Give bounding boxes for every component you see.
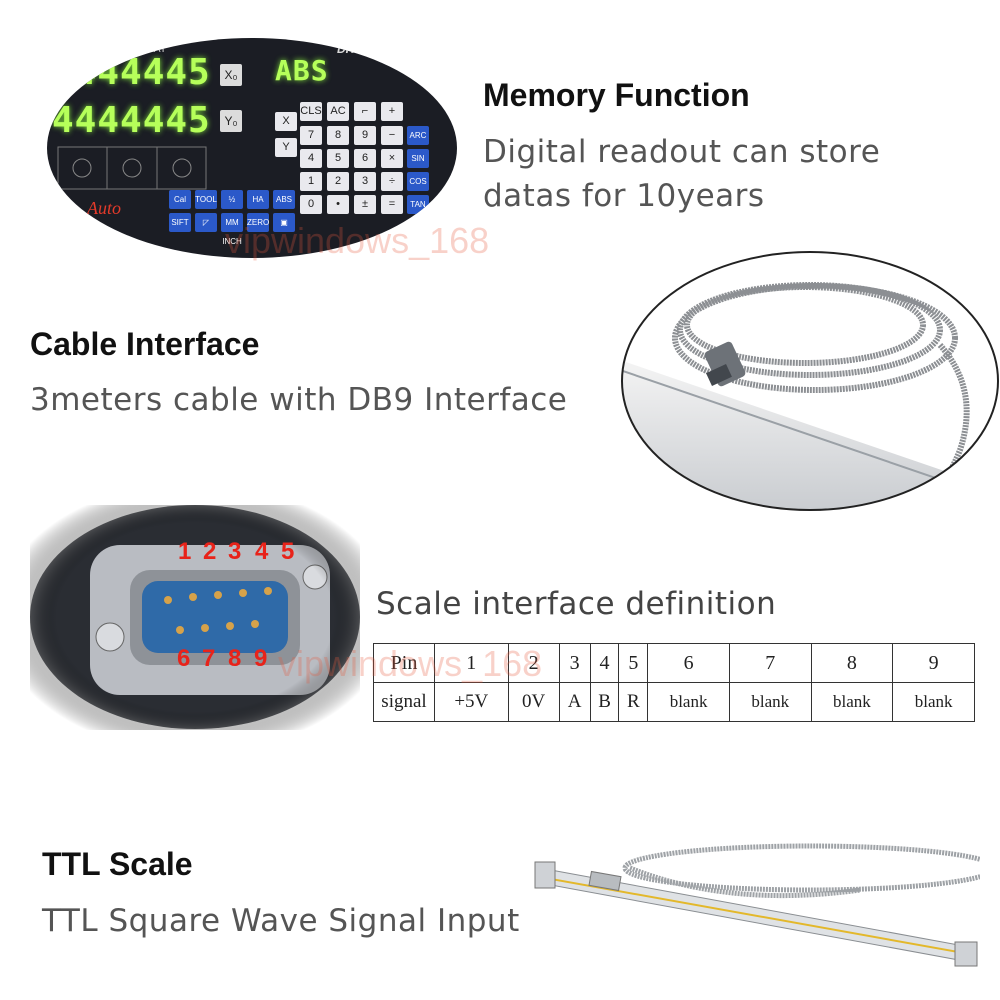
db9-connector-image	[30, 505, 360, 730]
table-cell-signal: blank	[810, 682, 894, 722]
key-y: Y	[275, 138, 297, 157]
key-num: 9	[354, 126, 376, 145]
key-3: +	[381, 102, 403, 121]
table-cell-pin: 4	[589, 643, 620, 683]
table-cell-signal: A	[558, 682, 591, 722]
key-op: =	[381, 195, 403, 214]
key-op: ÷	[381, 172, 403, 191]
table-cell-label: Pin	[373, 643, 435, 683]
table-cell-signal: 0V	[507, 682, 560, 722]
key-1: AC	[327, 102, 349, 121]
key-bottom: ½	[221, 190, 243, 209]
key-num: 1	[300, 172, 322, 191]
key-num: 0	[300, 195, 322, 214]
watermark: vipwindows_168	[278, 643, 543, 684]
table-cell-signal: blank	[647, 682, 730, 722]
pin-number-label: 5	[281, 538, 295, 565]
display-header-right: DRO	[337, 42, 364, 56]
table-cell-label: signal	[373, 682, 435, 722]
key-bottom: TOOL	[195, 190, 217, 209]
table-cell-signal: R	[618, 682, 649, 722]
scale-interface-title: Scale interface definition	[376, 586, 777, 622]
table-cell-signal: blank	[728, 682, 812, 722]
table-cell-signal: B	[589, 682, 620, 722]
pin-number-label: 8	[228, 645, 242, 672]
ttl-scale-desc: TTL Square Wave Signal Input	[42, 903, 520, 939]
cable-interface-title: Cable Interface	[30, 326, 260, 362]
key-bottom: ABS INC	[273, 190, 295, 223]
ttl-scale-image	[534, 843, 980, 967]
y-readout: 4444445	[52, 100, 211, 141]
pin-number-label: 4	[255, 538, 269, 565]
watermark: vipwindows_168	[225, 220, 490, 261]
table-cell-pin: 6	[647, 643, 730, 683]
key-num: 4	[300, 149, 322, 168]
memory-function-desc-line1: Digital readout can store	[483, 134, 881, 170]
key-bottom: ZERO	[247, 213, 269, 232]
pin-number-label: 2	[203, 538, 217, 565]
table-cell-signal: +5V	[434, 682, 509, 722]
y-axis-label: Y₀	[220, 110, 242, 132]
memory-function-desc-line2: datas for 10years	[483, 178, 765, 214]
table-cell-signal: blank	[892, 682, 975, 722]
pin-number-label: 9	[254, 645, 268, 672]
table-cell-pin: 2	[507, 643, 560, 683]
table-cell-pin: 1	[434, 643, 509, 683]
cable-interface-desc: 3meters cable with DB9 Interface	[30, 382, 568, 418]
table-cell-pin: 7	[728, 643, 812, 683]
pin-number-label: 3	[228, 538, 242, 565]
table-cell-pin: 8	[810, 643, 894, 683]
key-num: ±	[354, 195, 376, 214]
table-cell-pin: 3	[558, 643, 591, 683]
key-num: 5	[327, 149, 349, 168]
memory-function-title: Memory Function	[483, 77, 750, 113]
display-header-left: L DISPLAY	[117, 44, 167, 55]
key-fn: TAN	[407, 195, 429, 214]
key-op: ×	[381, 149, 403, 168]
key-bottom: SIFT	[169, 213, 191, 232]
key-fn: SIN	[407, 149, 429, 168]
key-op: −	[381, 126, 403, 145]
key-bottom: Cal	[169, 190, 191, 209]
cable-image	[621, 251, 999, 511]
key-fn: COS	[407, 172, 429, 191]
key-bottom: MM INCH	[221, 213, 243, 246]
key-num: •	[327, 195, 349, 214]
panel-graphic	[57, 146, 207, 190]
table-cell-pin: 9	[892, 643, 975, 683]
dro-display-image: L DISPLAY DRO 4444445 4444445 X₀ Y₀ ABS …	[47, 38, 457, 258]
mode-readout: ABS	[275, 54, 329, 87]
key-bottom: ▣	[273, 213, 295, 232]
key-num: 3	[354, 172, 376, 191]
key-num: 8	[327, 126, 349, 145]
brand-label: Auto	[87, 198, 121, 218]
x-readout: 4444445	[52, 52, 211, 93]
key-0: CLS	[300, 102, 322, 121]
key-bottom: HA	[247, 190, 269, 209]
key-num: 6	[354, 149, 376, 168]
pin-number-label: 1	[178, 538, 192, 565]
key-x: X	[275, 112, 297, 131]
pin-number-label: 7	[202, 645, 216, 672]
key-num: 2	[327, 172, 349, 191]
key-2: ⌐	[354, 102, 376, 121]
key-num: 7	[300, 126, 322, 145]
ttl-scale-title: TTL Scale	[42, 846, 193, 882]
x-axis-label: X₀	[220, 64, 242, 86]
pin-number-label: 6	[177, 645, 191, 672]
key-fn: ARC	[407, 126, 429, 145]
key-bottom: ◸	[195, 213, 217, 232]
table-cell-pin: 5	[618, 643, 649, 683]
